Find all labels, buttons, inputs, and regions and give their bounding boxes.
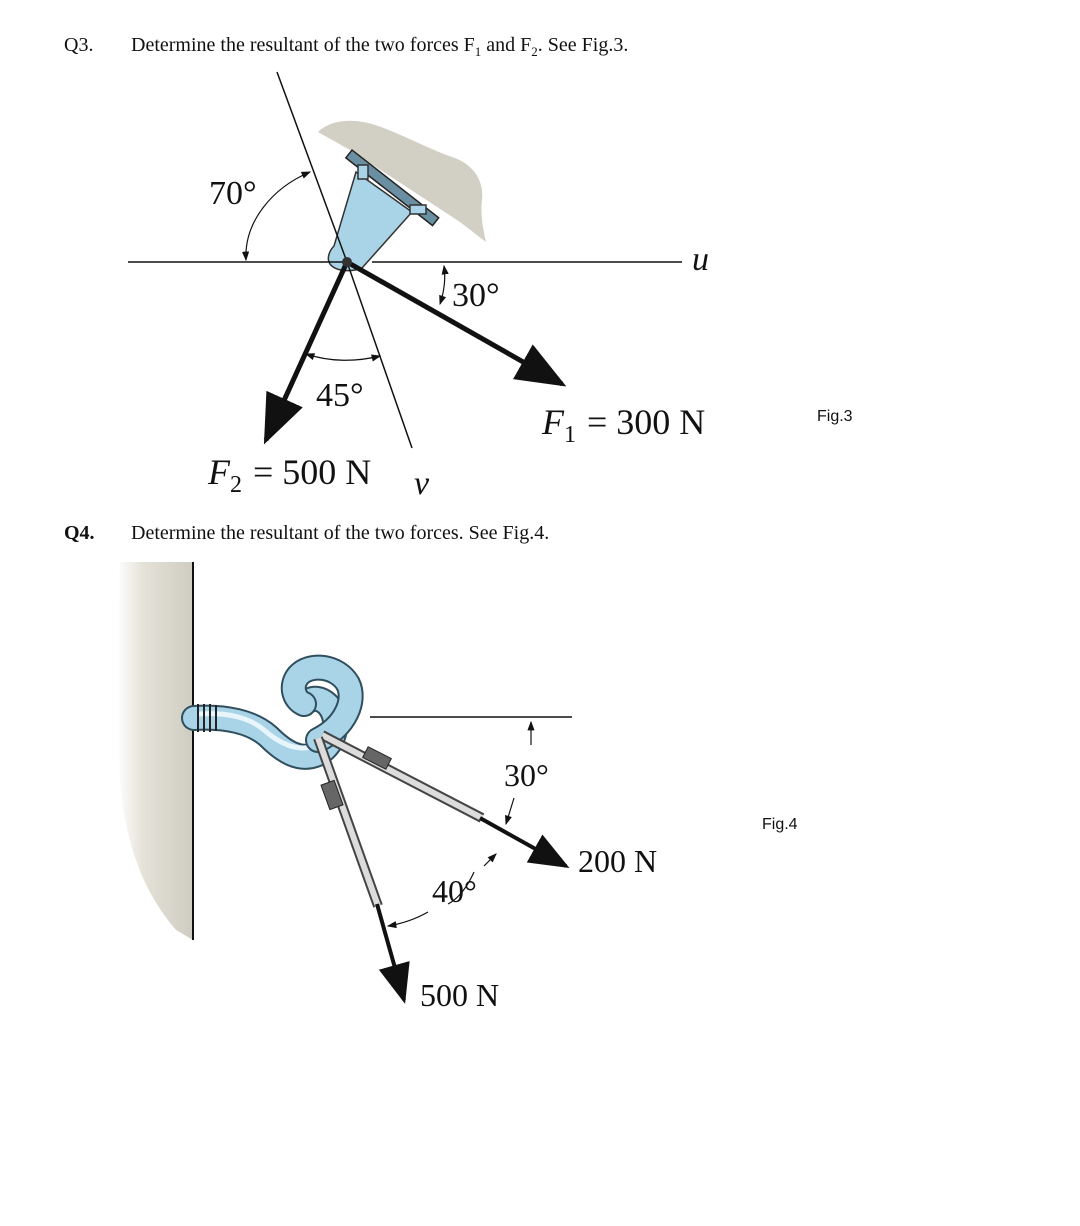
fig4-hook-highlight: [197, 711, 317, 751]
fig3-arc-30: [439, 264, 449, 306]
fig4-angle-40: 40°: [432, 873, 477, 909]
fig3-angle-45: 45°: [316, 377, 364, 414]
fig4-clamp-200: [362, 746, 392, 770]
fig3-pin: [342, 257, 352, 267]
fig4-force-500-label: 500 N: [420, 977, 499, 1013]
q3-text-before: Determine the resultant of the two force…: [131, 34, 475, 56]
fig3-f2-symbol: F: [207, 452, 231, 492]
fig3-angle-70: 70°: [209, 175, 257, 212]
fig3-arc-70: [241, 171, 312, 262]
q3-sub2: 2: [531, 44, 538, 59]
fig3-angle-30: 30°: [452, 277, 500, 314]
fig4-arc-30-lower: [505, 797, 515, 826]
fig3-force-f2-arrow: [263, 260, 350, 445]
q3-sub1: 1: [474, 44, 482, 59]
fig3-f2-label: F 2 = 500 N: [207, 452, 371, 498]
fig3-f1-sub: 1: [564, 422, 576, 448]
fig3-bolts: [357, 164, 427, 215]
q3-text-mid: and F: [481, 34, 532, 56]
fig4-hook-fill: [183, 687, 347, 768]
fig3-axis-v: v: [414, 465, 430, 502]
fig4-hook-threads: [197, 704, 217, 732]
fig3-f2-value: = 500 N: [244, 452, 371, 492]
q4-number: Q4.: [64, 522, 95, 544]
fig4-wall: [116, 562, 193, 940]
fig4-cable-200-inner: [320, 732, 484, 821]
fig3-ground: [318, 120, 486, 242]
fig4-force-200-arrow: [479, 816, 570, 868]
fig3-f1-value: = 300 N: [578, 402, 705, 442]
fig4-arc-40: [447, 871, 475, 905]
fig4-arc-40-head-top: [483, 853, 497, 867]
fig3-arc-45: [304, 353, 382, 362]
q4-question: Determine the resultant of the two force…: [131, 522, 550, 544]
fig4-clamp-500: [320, 779, 344, 811]
fig4-hook-top-fill: [282, 656, 362, 751]
fig4-arc-40-lower: [386, 911, 429, 929]
fig3-inclined-line: [276, 71, 348, 263]
q3-text-after: . See Fig.3.: [537, 34, 629, 56]
fig3-force-f1-arrow: [345, 259, 567, 387]
fig3-diagram: 70° 30° 45° u v F 1 = 300 N F 2 = 500 N: [128, 71, 709, 502]
fig4-caption: Fig.4: [762, 816, 798, 833]
fig4-angle-30: 30°: [504, 757, 549, 793]
fig3-f1-symbol: F: [541, 402, 565, 442]
q3-question: Determine the resultant of the two force…: [131, 34, 628, 60]
fig4-force-200-label: 200 N: [578, 843, 657, 879]
q3-number: Q3.: [64, 34, 94, 56]
fig4-force-500-arrow: [375, 903, 410, 1004]
fig3-f1-label: F 1 = 300 N: [541, 402, 705, 448]
fig4-cable-500-inner: [315, 736, 381, 908]
fig3-caption: Fig.3: [817, 408, 853, 425]
fig3-f2-sub: 2: [230, 472, 242, 498]
fig3-axis-u: u: [692, 241, 709, 278]
